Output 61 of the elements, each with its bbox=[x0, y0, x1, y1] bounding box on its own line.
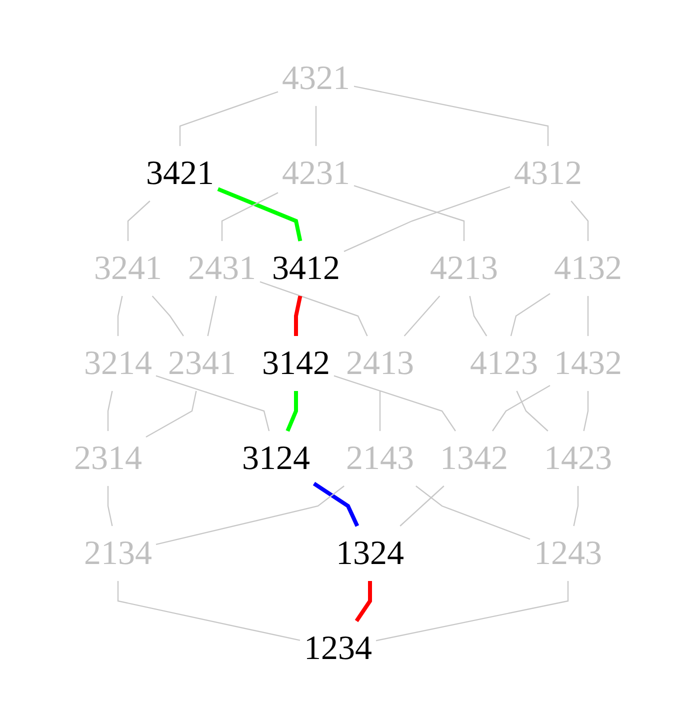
connector bbox=[155, 375, 270, 432]
node-text: 4231 bbox=[282, 155, 350, 192]
node-text: 2143 bbox=[346, 440, 414, 477]
node-text: 4132 bbox=[554, 250, 622, 287]
node-text: 1243 bbox=[534, 535, 602, 572]
node-text: 3421 bbox=[146, 155, 214, 192]
node-text: 1324 bbox=[336, 535, 404, 572]
connector bbox=[155, 486, 344, 546]
node-text: 3142 bbox=[262, 345, 330, 382]
connector bbox=[285, 391, 298, 432]
connector bbox=[415, 486, 530, 540]
connector bbox=[399, 486, 444, 526]
node-text: 2314 bbox=[74, 440, 142, 477]
node-text: 1342 bbox=[440, 440, 508, 477]
connector bbox=[403, 296, 440, 336]
node-text: 2431 bbox=[188, 250, 256, 287]
connector bbox=[145, 390, 196, 438]
connector bbox=[178, 91, 278, 146]
node-text: 4213 bbox=[430, 250, 498, 287]
node-text: 4312 bbox=[514, 155, 582, 192]
connector bbox=[312, 482, 359, 527]
connector bbox=[106, 486, 112, 526]
connector bbox=[220, 192, 278, 241]
connector bbox=[510, 293, 550, 336]
connector bbox=[106, 390, 112, 431]
connector bbox=[151, 296, 184, 336]
node-text: 2341 bbox=[168, 345, 236, 382]
connector bbox=[314, 106, 316, 146]
node-text: 1234 bbox=[304, 630, 372, 667]
connector bbox=[572, 486, 578, 526]
node-text: 2413 bbox=[346, 345, 414, 382]
node-text: 4321 bbox=[282, 60, 350, 97]
connector bbox=[116, 581, 300, 641]
connector bbox=[516, 390, 548, 432]
node-text: 4123 bbox=[470, 345, 538, 382]
connector bbox=[378, 391, 380, 431]
connector bbox=[294, 296, 302, 336]
node-text: 1432 bbox=[554, 345, 622, 382]
node-text: 3214 bbox=[84, 345, 152, 382]
connector bbox=[216, 187, 302, 242]
node-text: 3124 bbox=[242, 440, 310, 477]
lattice-diagram: 4321 3421 4231 4312 3241 2431 3412 4213 4132 3214 2341 3142 2413 4123 1432 2314 3124 2143 1342 1423 2134 1324 1243 1234 bbox=[62, 0, 634, 727]
connector bbox=[333, 375, 456, 432]
connector bbox=[126, 200, 150, 241]
connector bbox=[343, 186, 510, 252]
connector bbox=[468, 296, 487, 336]
connector bbox=[259, 281, 368, 336]
node-text: 1423 bbox=[544, 440, 612, 477]
node-text: 2134 bbox=[84, 535, 152, 572]
connector bbox=[586, 296, 588, 336]
node-text: 3412 bbox=[272, 250, 340, 287]
connector bbox=[354, 581, 372, 622]
connector bbox=[353, 86, 548, 146]
connector bbox=[116, 296, 122, 336]
node-text: 3241 bbox=[94, 250, 162, 287]
connector bbox=[206, 296, 216, 336]
connector bbox=[492, 385, 550, 432]
connector bbox=[353, 185, 464, 241]
connector bbox=[570, 200, 588, 241]
connector bbox=[375, 581, 568, 642]
connector bbox=[582, 391, 588, 432]
